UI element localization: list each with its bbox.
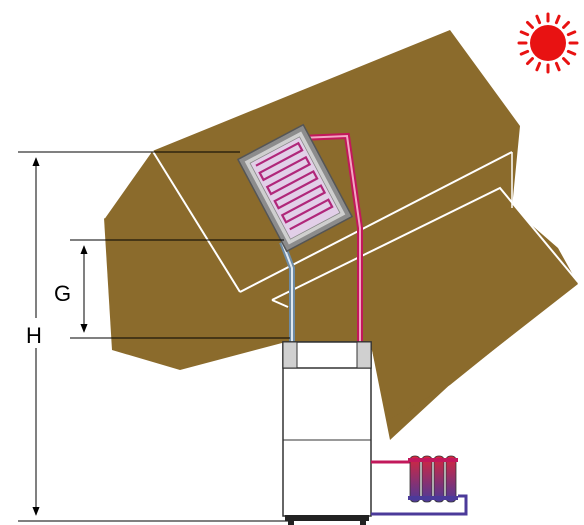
- house-gable-wall: [104, 150, 240, 350]
- house-ridge-edge: [239, 151, 513, 293]
- gap-label-background: [52, 276, 78, 306]
- sun-ray: [535, 14, 542, 25]
- gap-label: G: [54, 281, 71, 306]
- sun-ray: [554, 14, 561, 25]
- height-label: H: [26, 323, 42, 348]
- sun-ray: [535, 61, 542, 72]
- sun-ray: [562, 57, 571, 66]
- sun-ray: [519, 30, 530, 37]
- dimension-lines: [18, 151, 290, 522]
- storage-tank-icon: [282, 341, 372, 525]
- sun-ray: [554, 61, 561, 72]
- radiator-icon: [408, 455, 458, 503]
- solar-collector-icon: [236, 123, 354, 253]
- house-lower-wing: [272, 188, 578, 420]
- collector-return-pipe: [299, 132, 363, 345]
- sun-ray: [525, 57, 534, 66]
- radiator-pipes: [371, 460, 468, 516]
- sun-ray: [519, 49, 530, 56]
- height-label-background: [24, 318, 48, 348]
- sun-ray: [562, 20, 571, 29]
- sun-ray: [566, 49, 577, 56]
- collector-supply-pipe: [279, 240, 295, 345]
- house-wing-ridge-edge: [271, 186, 579, 301]
- house-gable-edge: [103, 148, 241, 293]
- sun-icon: [517, 12, 579, 74]
- house-wing-step-edge: [271, 299, 289, 308]
- sun-ray: [525, 20, 534, 29]
- sun-ray: [566, 30, 577, 37]
